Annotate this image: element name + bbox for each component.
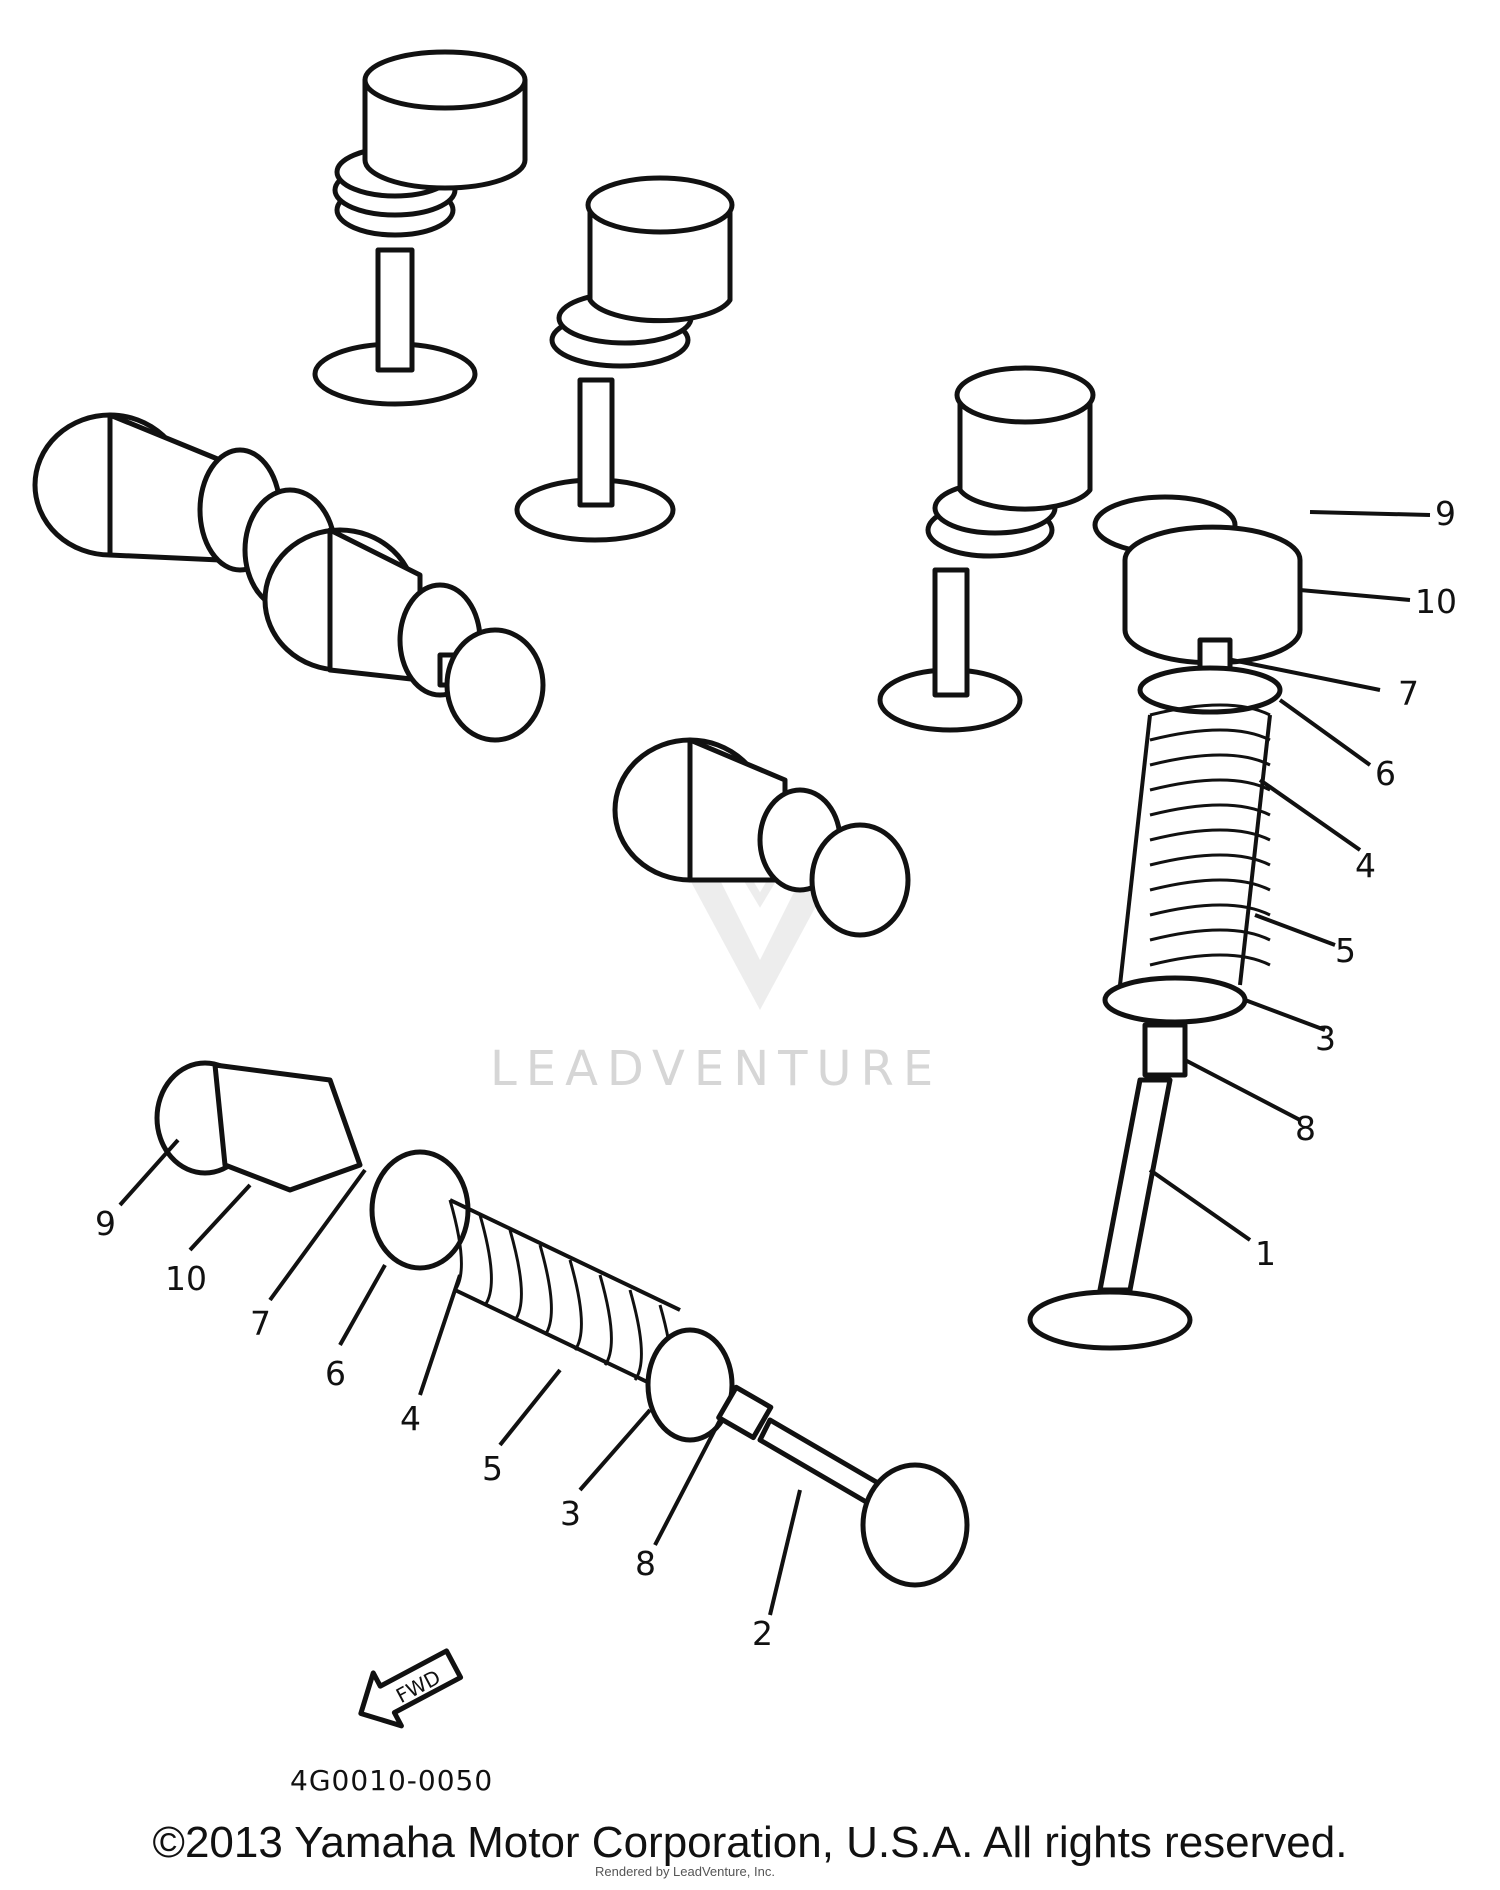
- callout-8: 8: [635, 1544, 656, 1583]
- diagram-code: 4G0010-0050: [290, 1764, 493, 1797]
- callout-4: 4: [1355, 846, 1376, 885]
- callouts-right: 9 10 7 6 4 5 3 8 1: [1255, 494, 1457, 1273]
- part-1-valve-head: [1027, 1289, 1193, 1351]
- callout-9: 9: [95, 1204, 116, 1243]
- leader-lines-left: [118, 1138, 802, 1616]
- part-4-5-springs-right: [1149, 703, 1271, 967]
- part-10-lifter-left: [212, 1062, 363, 1193]
- part-6-retainer-right: [1137, 665, 1283, 715]
- callout-10: 10: [165, 1259, 207, 1298]
- valve-assembly-e: [262, 527, 546, 743]
- part-1-valve-stem: [1097, 1077, 1173, 1293]
- valve-assembly-f: [612, 737, 911, 938]
- watermark-text: LEADVENTURE: [490, 1041, 942, 1097]
- part-8-seal-left: [716, 1384, 774, 1441]
- part-4-5-springs-left: [448, 1199, 673, 1396]
- exploded-valve-right: [1027, 494, 1303, 1351]
- callout-6: 6: [1375, 754, 1396, 793]
- callout-5: 5: [1335, 931, 1356, 970]
- valve-assembly-b: [514, 175, 735, 543]
- leader-lines-right: [1148, 510, 1431, 1242]
- part-3-seat-left: [645, 1327, 735, 1443]
- callout-8: 8: [1295, 1109, 1316, 1148]
- valve-assembly-d: [32, 412, 338, 613]
- part-8-seal-right: [1142, 1022, 1188, 1078]
- callout-3: 3: [1315, 1019, 1336, 1058]
- callout-9: 9: [1435, 494, 1456, 533]
- part-2-valve-head: [860, 1462, 970, 1588]
- callout-1: 1: [1255, 1234, 1276, 1273]
- callout-4: 4: [400, 1399, 421, 1438]
- part-10-lifter-right: [1122, 524, 1303, 666]
- exploded-valve-left: [154, 1060, 970, 1588]
- callout-6: 6: [325, 1354, 346, 1393]
- callout-3: 3: [560, 1494, 581, 1533]
- callout-2: 2: [752, 1614, 773, 1653]
- callout-7: 7: [1398, 674, 1419, 713]
- valve-assembly-a: [312, 49, 528, 407]
- footer-small-text: Rendered by LeadVenture, Inc.: [595, 1864, 775, 1879]
- valve-assembly-c: [877, 365, 1096, 733]
- callouts-left: 9 10 7 6 4 5 3 8 2: [95, 1204, 773, 1653]
- fwd-arrow-icon: FWD: [358, 1648, 464, 1729]
- callout-7: 7: [250, 1304, 271, 1343]
- part-7-keeper-right: [1197, 637, 1233, 673]
- copyright-notice: ©2013 Yamaha Motor Corporation, U.S.A. A…: [152, 1818, 1348, 1867]
- callout-5: 5: [482, 1449, 503, 1488]
- callout-10: 10: [1415, 582, 1457, 621]
- part-3-seat-right: [1102, 975, 1248, 1025]
